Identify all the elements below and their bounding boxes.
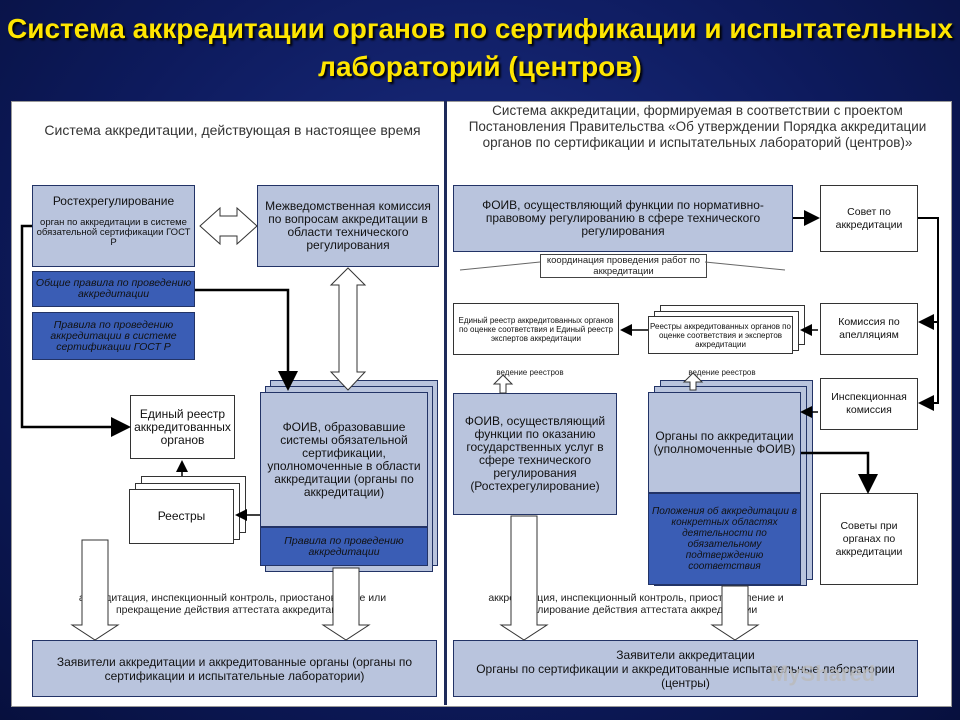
inspection-commission-box: Инспекционная комиссия: [820, 378, 918, 430]
accreditation-bodies-box: Органы по аккредитации (уполномоченные Ф…: [648, 392, 801, 493]
rostech-box: Ростехрегулирование орган по аккредитаци…: [32, 185, 195, 267]
right-applicants-line1: Заявители аккредитации: [616, 647, 755, 662]
rostech-title: Ростехрегулирование: [52, 194, 175, 208]
right-registries-box: Реестры аккредитованных органов по оценк…: [648, 316, 793, 354]
general-rules-box: Общие правила по проведению аккредитации: [32, 271, 195, 307]
registry-keeping-label-2: ведение реестров: [672, 367, 772, 379]
left-actions-label: аккредитация, инспекционный контроль, пр…: [60, 592, 405, 616]
section-divider: [444, 101, 447, 705]
coordination-label: координация проведения работ по аккредит…: [540, 254, 707, 278]
unified-registry-box: Единый реестр аккредитованных органов: [130, 395, 235, 459]
accreditation-council-box: Совет по аккредитации: [820, 185, 918, 252]
rostech-subtitle: орган по аккредитации в системе обязател…: [36, 217, 191, 248]
foiv-services-box: ФОИВ, осуществляющий функции по оказанию…: [453, 393, 617, 515]
foiv-box: ФОИВ, образовавшие системы обязательной …: [260, 392, 428, 527]
left-header: Система аккредитации, действующая в наст…: [44, 122, 421, 138]
right-header: Система аккредитации, формируемая в соот…: [468, 103, 927, 150]
slide-title: Система аккредитации органов по сертифик…: [7, 13, 953, 82]
councils-box: Советы при органах по аккредитации: [820, 493, 918, 585]
interagency-commission-box: Межведомственная комиссия по вопросам ак…: [257, 185, 439, 267]
registries-box: Реестры: [129, 489, 234, 544]
foiv-regulation-box: ФОИВ, осуществляющий функции по норматив…: [453, 185, 793, 252]
left-applicants-box: Заявители аккредитации и аккредитованные…: [32, 640, 437, 697]
appeals-commission-box: Комиссия по апелляциям: [820, 303, 918, 355]
right-applicants-line2: Органы по сертификации и аккредитованные…: [476, 661, 895, 690]
right-applicants-box: Заявители аккредитации Органы по сертифи…: [453, 640, 918, 697]
registry-keeping-label-1: ведение реестров: [480, 367, 580, 379]
foiv-rules-box: Правила по проведению аккредитации: [260, 527, 428, 566]
right-actions-label: аккредитация, инспекционный контроль, пр…: [466, 592, 806, 616]
gost-rules-box: Правила по проведению аккредитации в сис…: [32, 312, 195, 360]
watermark: MyShared: [770, 661, 876, 686]
provisions-box: Положения об аккредитации в конкретных о…: [648, 493, 801, 585]
unified-registry-right-box: Единый реестр аккредитованных органов по…: [453, 303, 619, 355]
